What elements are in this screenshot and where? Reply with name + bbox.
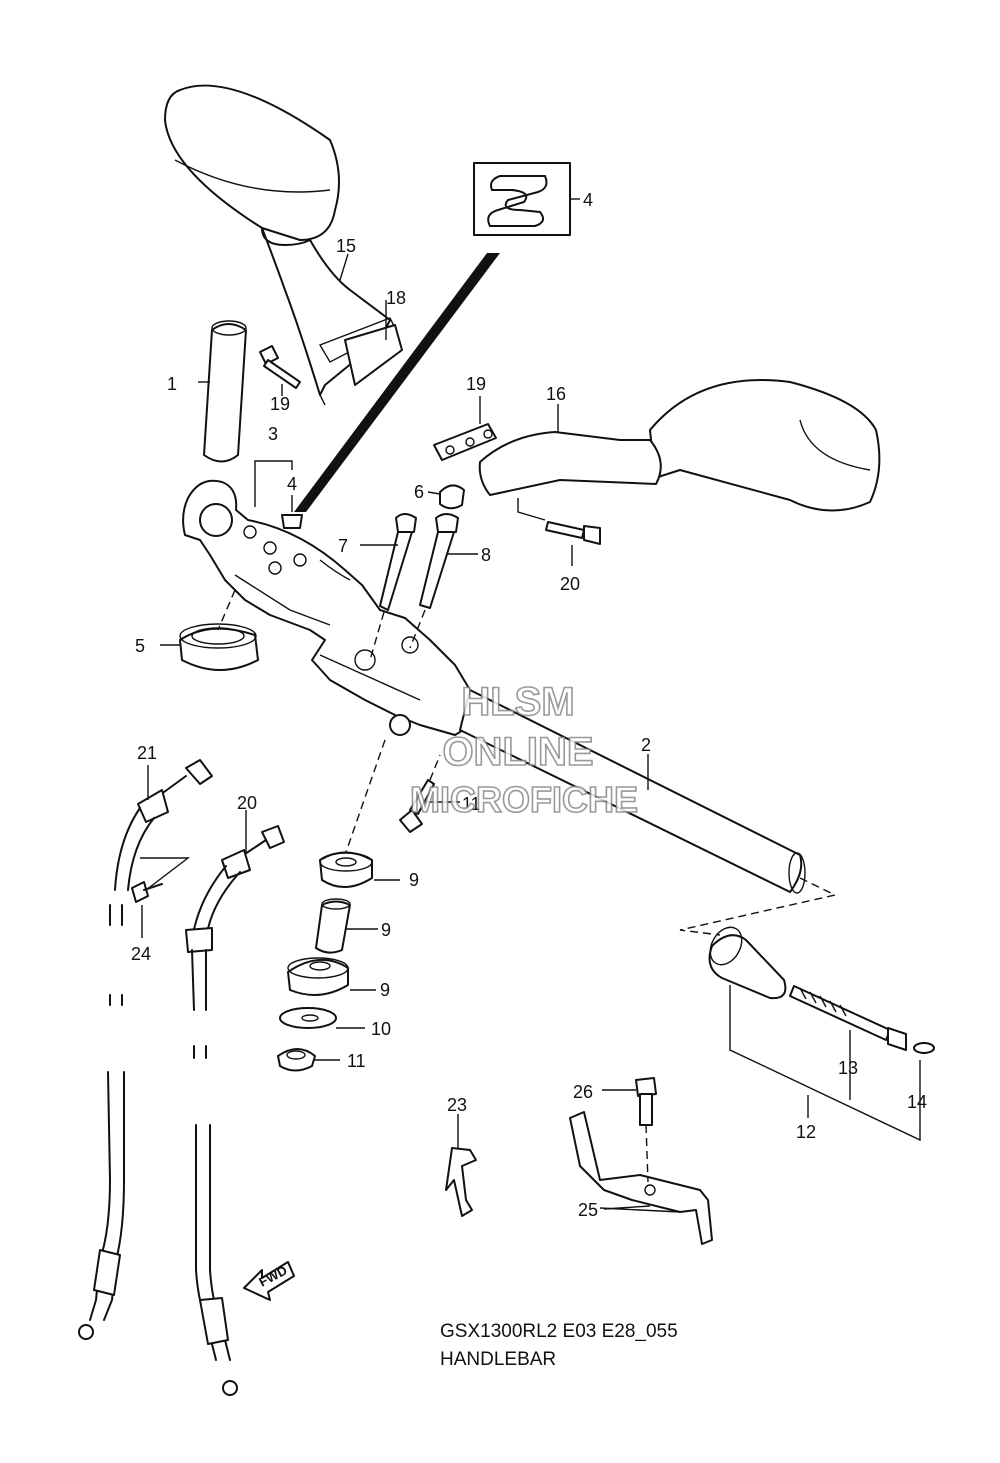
- label-part-15: 13: [838, 1058, 858, 1078]
- label-part-20-left: 19: [270, 394, 290, 414]
- plate-part-19-right: [433, 396, 497, 461]
- label-part-12: 11: [347, 1051, 366, 1071]
- label-part-4-emblem: 4: [583, 190, 593, 210]
- label-part-10: 9: [381, 920, 391, 940]
- grip-part-1: [198, 320, 247, 463]
- label-part-26: 26: [573, 1082, 593, 1102]
- label-part-6: 6: [414, 482, 424, 502]
- throttle-cable-part-22: [78, 759, 213, 1340]
- model-code-caption: GSX1300RL2 E03 E28_055: [440, 1321, 678, 1342]
- label-part-7: 7: [338, 536, 348, 556]
- section-title-caption: HANDLEBAR: [440, 1349, 556, 1370]
- emblem-pointer: [294, 253, 500, 512]
- watermark-line-2: ONLINE: [442, 730, 593, 774]
- left-mirror-part-17: [164, 84, 403, 406]
- label-part-21: 20: [237, 793, 257, 813]
- bar-end-weight-part-14: [708, 926, 787, 1000]
- handlebar-tube-part-2: [459, 689, 838, 936]
- screw-part-24: [131, 857, 191, 938]
- throttle-cable-part-21: [185, 810, 285, 1396]
- label-part-22: 21: [137, 743, 157, 763]
- bolt-part-20-right: [517, 498, 601, 566]
- handlebar-clamp-part-3: [182, 479, 481, 736]
- label-part-9-lower: 9: [380, 980, 390, 1000]
- label-part-11: 10: [371, 1019, 391, 1039]
- label-part-20-right: 20: [560, 574, 580, 594]
- label-part-4-bracket: 4: [287, 474, 297, 494]
- label-part-25: 25: [578, 1200, 598, 1220]
- nut-part-12: [277, 1048, 340, 1072]
- emblem-sticker-part-4: [473, 162, 580, 236]
- cap-part-6: [427, 484, 465, 510]
- label-part-5: 5: [135, 636, 145, 656]
- bolt-part-13: [399, 754, 460, 833]
- label-part-19-left: 18: [386, 288, 406, 308]
- collar-part-10: [315, 898, 378, 954]
- label-part-17: 15: [336, 236, 356, 256]
- bolt-part-8: [409, 513, 478, 649]
- bracket-part-25: [569, 1111, 713, 1245]
- label-part-24: 24: [131, 944, 151, 964]
- ring-part-5: [160, 589, 259, 671]
- right-mirror-part-18: [478, 379, 881, 512]
- watermark-line-1: HLSM: [461, 680, 574, 724]
- washer-part-11: [279, 1007, 365, 1029]
- forward-direction-arrow: FWD: [243, 1261, 295, 1301]
- bolt-part-7: [360, 513, 417, 661]
- label-part-1: 1: [167, 374, 177, 394]
- washer-part-16: [913, 1042, 935, 1054]
- bolt-part-26: [602, 1077, 657, 1183]
- clamp-part-23: [445, 1114, 477, 1217]
- watermark: HLSM ONLINE MICROFICHE: [409, 679, 639, 821]
- watermark-line-3: MICROFICHE: [410, 779, 638, 820]
- label-part-8: 8: [481, 545, 491, 565]
- label-part-19-right: 19: [466, 374, 486, 394]
- label-part-18: 16: [546, 384, 566, 404]
- label-part-9-upper: 9: [409, 870, 419, 890]
- label-part-16: 14: [907, 1092, 927, 1112]
- label-part-23: 23: [447, 1095, 467, 1115]
- cushion-part-9-upper: [319, 851, 400, 888]
- label-part-14: 12: [796, 1122, 816, 1142]
- label-part-3: 3: [268, 424, 278, 444]
- bolt-part-15: [789, 985, 907, 1051]
- bolt-part-20-left: [259, 345, 301, 396]
- label-part-13: 11: [462, 794, 481, 814]
- cushion-part-9-lower: [287, 957, 376, 996]
- label-part-2: 2: [641, 735, 651, 755]
